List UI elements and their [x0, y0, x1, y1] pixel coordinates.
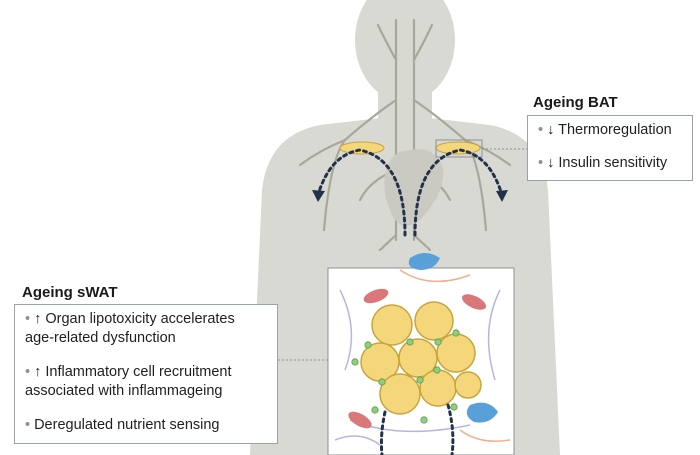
immune-dots — [351, 329, 460, 424]
bat-item: •↓ Thermoregulation — [538, 122, 672, 138]
swat-item: •↑ Organ lipotoxicity accelerates age-re… — [25, 311, 235, 346]
immune-cell — [466, 402, 498, 423]
bat-depot-left — [339, 141, 385, 155]
swat-panel: •↑ Organ lipotoxicity accelerates age-re… — [14, 304, 278, 444]
arrowhead-right — [496, 190, 508, 202]
immune-cell — [408, 253, 440, 270]
bat-depot-right — [435, 141, 481, 155]
dotted-arrow-down-left — [379, 410, 387, 455]
bat-panel: •↓ Thermoregulation •↓ Insulin sensitivi… — [527, 115, 693, 181]
bat-item: •↓ Insulin sensitivity — [538, 155, 668, 171]
dotted-arrow-left — [316, 148, 407, 237]
red-cell — [363, 288, 389, 304]
red-cell — [461, 294, 487, 310]
heart-shape — [384, 149, 444, 226]
bat-panel-title: Ageing BAT — [533, 94, 618, 111]
dotted-arrow-right — [413, 148, 504, 237]
arrowhead-left — [312, 190, 325, 202]
swat-item: •↑ Inflammatory cell recruitment associa… — [25, 364, 232, 399]
red-cell — [348, 411, 372, 429]
swat-panel-title: Ageing sWAT — [22, 284, 118, 301]
dotted-arrow-down-right — [446, 403, 455, 455]
swat-item: •Deregulated nutrient sensing — [25, 417, 220, 433]
adipocyte-cluster — [360, 301, 482, 415]
